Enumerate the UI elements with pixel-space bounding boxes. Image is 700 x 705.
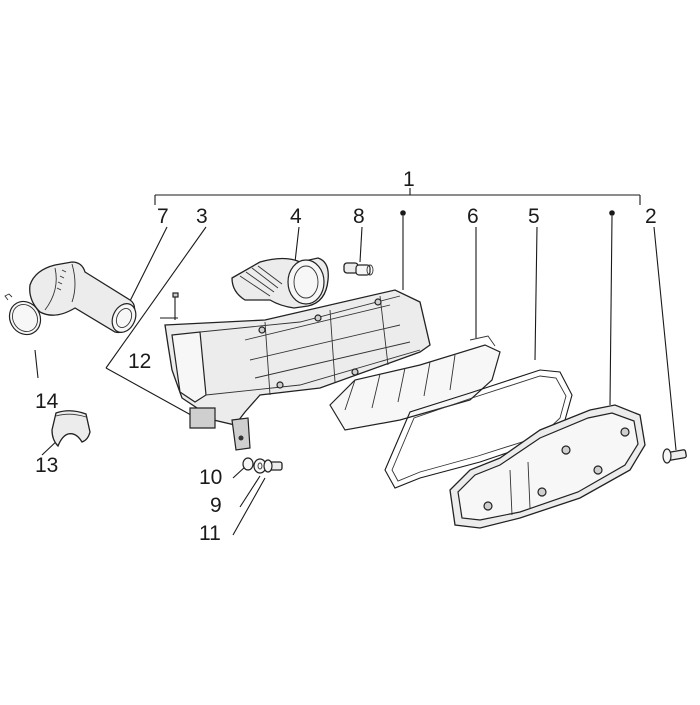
part-6-filter (329, 335, 501, 431)
part-4-connector (231, 257, 329, 309)
airbox-housing (164, 289, 431, 451)
callout-3: 3 (196, 205, 208, 228)
callout-14: 14 (35, 390, 59, 413)
part-7-intake-duct (29, 261, 137, 334)
callout-12: 12 (128, 350, 151, 373)
part-13-cap (51, 410, 91, 448)
part-2-screw (662, 448, 687, 464)
callout-7: 7 (157, 205, 169, 228)
bullet-dot-icon (400, 210, 406, 216)
callout-6: 6 (467, 205, 479, 228)
parts-9-10-11-fasteners (242, 457, 283, 474)
group-bracket (154, 188, 641, 205)
callout-8: 8 (353, 205, 365, 228)
callout-2: 2 (645, 205, 657, 228)
callout-11: 11 (199, 522, 221, 545)
callout-10: 10 (199, 466, 222, 489)
cover-plate (449, 404, 646, 529)
leader-lines (34, 215, 677, 536)
part-12-bolt (172, 292, 179, 320)
callout-1: 1 (403, 168, 415, 191)
part-8-plug (343, 262, 374, 276)
part-5-gasket (384, 369, 573, 489)
callout-4: 4 (290, 205, 302, 228)
callout-5: 5 (528, 205, 540, 228)
part-14-clamp (4, 293, 42, 336)
callout-9: 9 (210, 494, 222, 517)
bullet-dot-icon (609, 210, 615, 216)
callout-13: 13 (35, 454, 58, 477)
